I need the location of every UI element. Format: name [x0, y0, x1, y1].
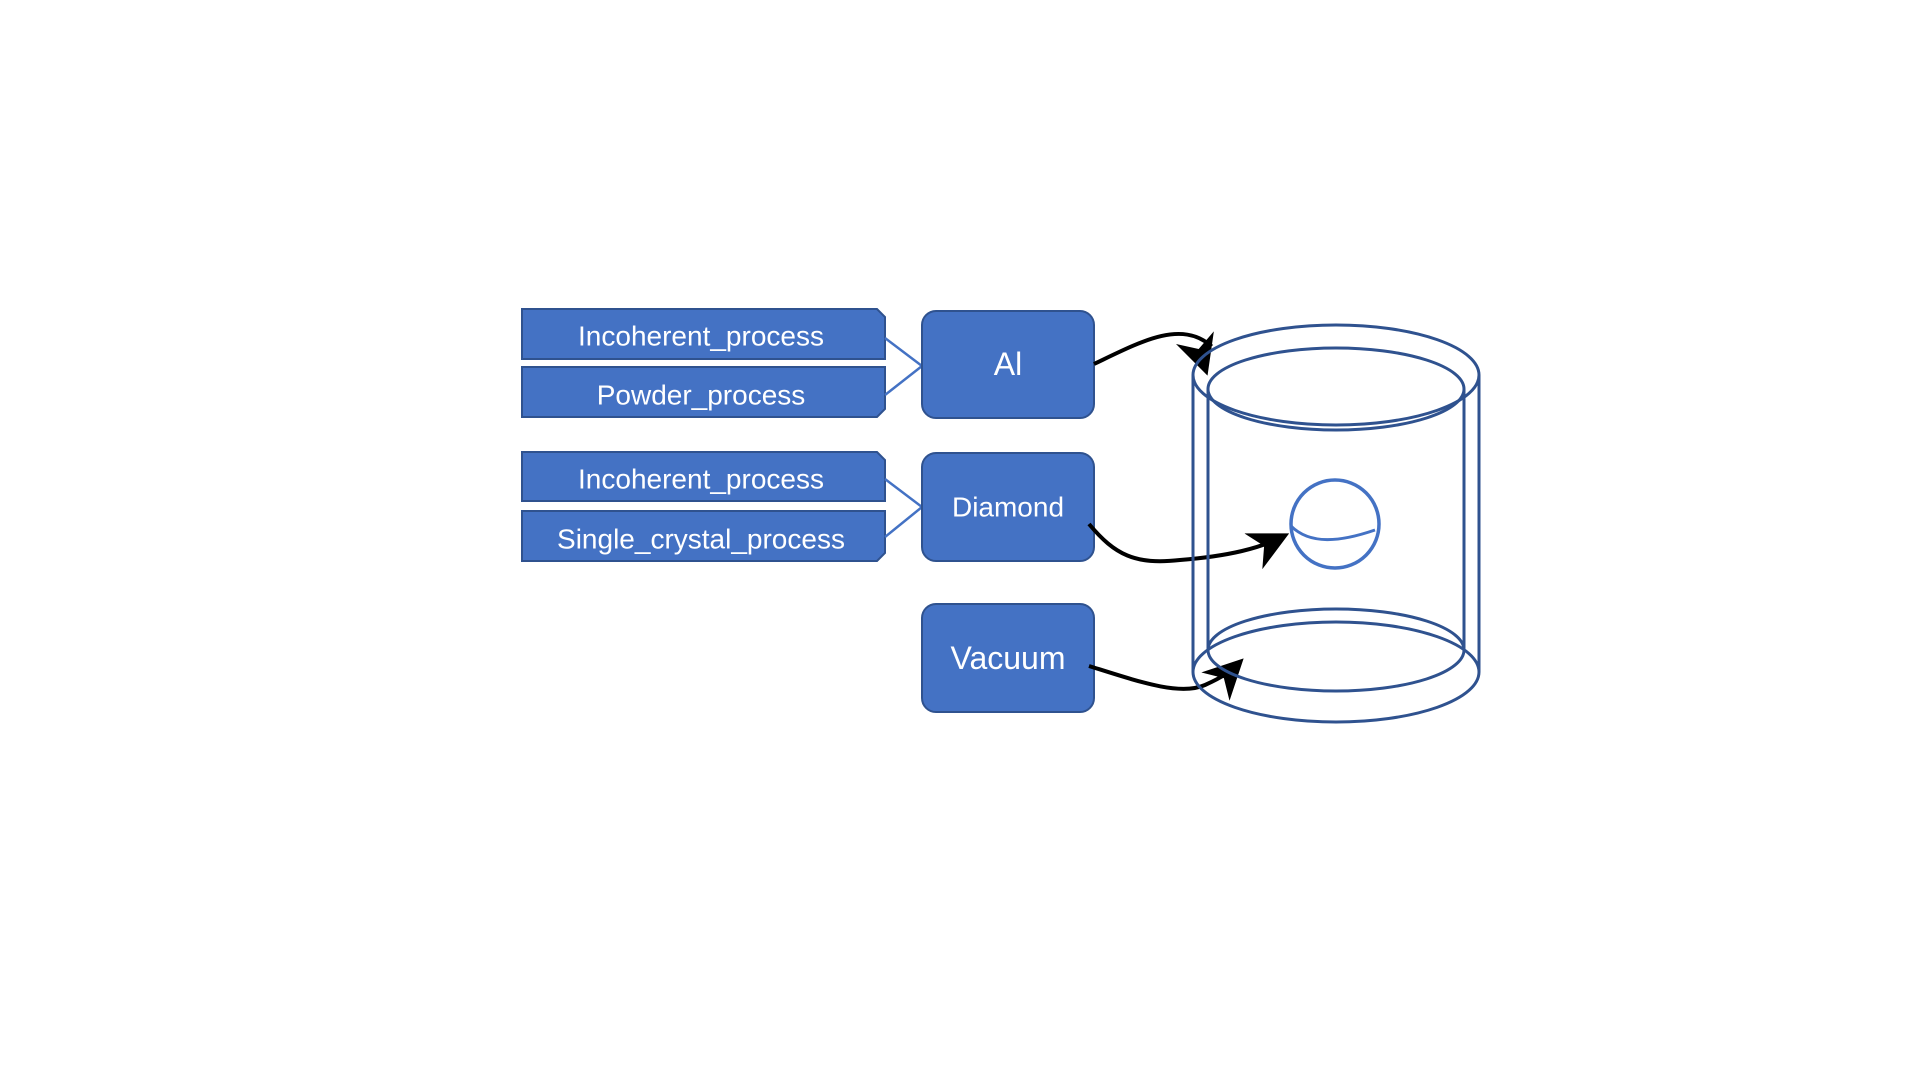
- sphere-outline: [1289, 478, 1381, 570]
- outer-top-ellipse: [1191, 323, 1481, 427]
- material-box-diamond[interactable]: Diamond: [921, 452, 1095, 562]
- process-box-powder[interactable]: Powder_process: [521, 366, 886, 418]
- process-connector: [884, 337, 925, 396]
- group-al: Incoherent_process Powder_process Al: [521, 308, 1214, 419]
- inner-top-ellipse: [1206, 346, 1466, 432]
- arrow-diamond-to-sample: [1087, 522, 1290, 570]
- process-label: Incoherent_process: [578, 321, 824, 352]
- process-connector: [884, 478, 925, 538]
- group-diamond: Incoherent_process Single_crystal_proces…: [521, 451, 1290, 570]
- cylinder-geometry: [1191, 323, 1481, 724]
- process-box-incoherent-al[interactable]: Incoherent_process: [521, 308, 886, 360]
- outer-bottom-ellipse: [1191, 620, 1481, 724]
- material-label: Vacuum: [950, 640, 1065, 676]
- process-label: Incoherent_process: [578, 464, 824, 495]
- group-vacuum: Vacuum: [921, 603, 1244, 713]
- material-box-al[interactable]: Al: [921, 310, 1095, 419]
- sphere-equator: [1289, 524, 1376, 542]
- process-label: Powder_process: [597, 380, 806, 411]
- arrow-al-to-outer-shell: [1093, 331, 1214, 376]
- process-box-single-crystal[interactable]: Single_crystal_process: [521, 510, 886, 562]
- material-box-vacuum[interactable]: Vacuum: [921, 603, 1095, 713]
- material-label: Diamond: [952, 492, 1064, 523]
- process-label: Single_crystal_process: [557, 524, 845, 555]
- process-box-incoherent-diamond[interactable]: Incoherent_process: [521, 451, 886, 502]
- arrow-vacuum-to-inner-volume: [1088, 658, 1244, 701]
- sample-sphere: [1289, 478, 1381, 570]
- material-label: Al: [994, 346, 1022, 382]
